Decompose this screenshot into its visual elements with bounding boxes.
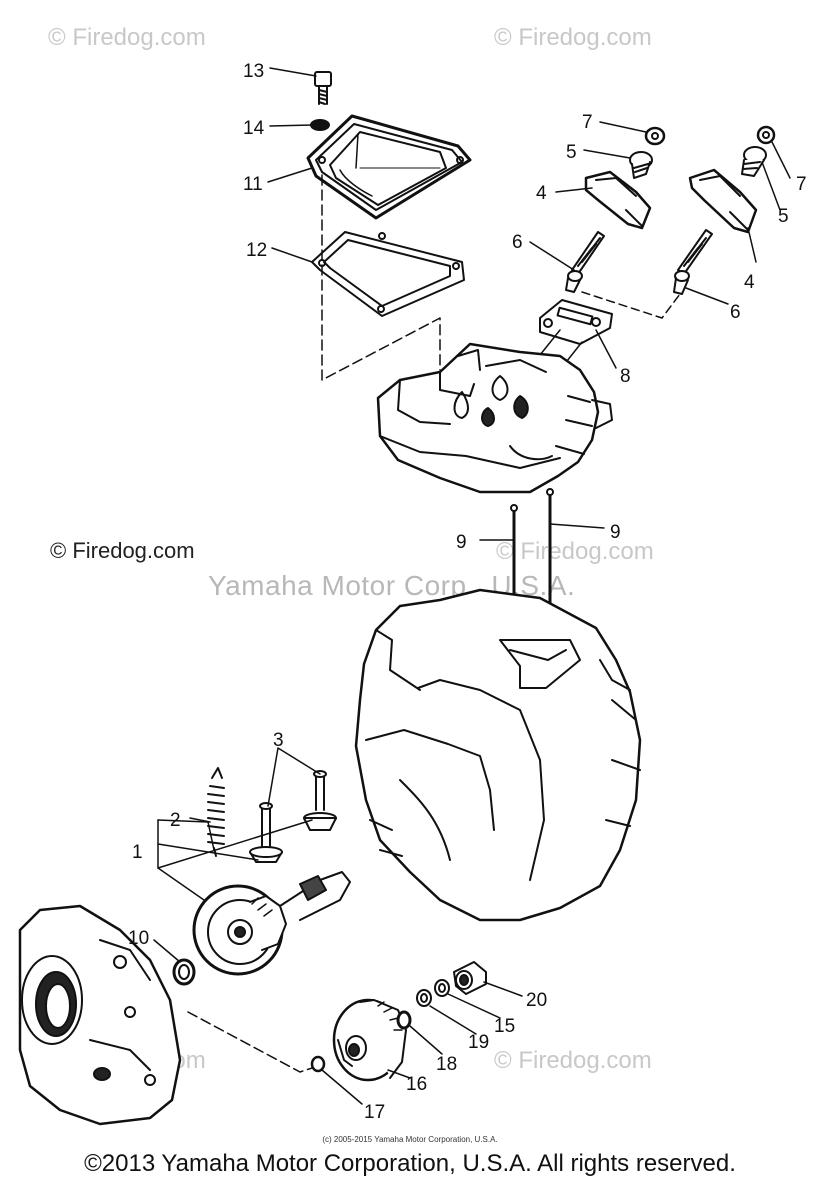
callout-7-right: 7 <box>796 174 807 195</box>
valve-part-3-left <box>249 802 283 863</box>
bolt-part-13 <box>314 71 332 105</box>
callout-16: 16 <box>406 1074 427 1095</box>
callout-15: 15 <box>494 1016 515 1037</box>
callout-14: 14 <box>243 118 265 139</box>
assembly-line-studs <box>581 291 681 319</box>
watermark-top-left: © Firedog.com <box>48 24 206 51</box>
callout-5-left: 5 <box>566 142 577 163</box>
callout-3: 3 <box>273 730 284 751</box>
stud-part-6-right <box>673 229 713 295</box>
callout-4-left: 4 <box>536 183 547 204</box>
leader-lines <box>153 67 791 1105</box>
callout-12: 12 <box>246 240 267 261</box>
crankcase <box>354 588 642 922</box>
callout-7-left: 7 <box>582 112 593 133</box>
watermark-mid-right: © Firedog.com <box>496 538 654 565</box>
gasket-part-12 <box>311 231 465 317</box>
nut-part-7-right <box>756 125 776 145</box>
watermark-mid-left: © Firedog.com <box>50 538 195 563</box>
credit-line: (c) 2005-2015 Yamaha Motor Corporation, … <box>322 1135 498 1144</box>
callout-11: 11 <box>243 174 263 195</box>
callout-19: 19 <box>468 1032 489 1053</box>
washer-part-15 <box>434 979 450 997</box>
callout-9-left: 9 <box>456 532 467 553</box>
callout-10: 10 <box>128 928 149 949</box>
watermark-top-right: © Firedog.com <box>494 24 652 51</box>
callout-2: 2 <box>170 810 181 831</box>
washer-part-14 <box>310 119 330 131</box>
assembly-line-cover-17 <box>187 1011 319 1073</box>
assembly-line-cover <box>321 174 441 381</box>
callout-17: 17 <box>364 1102 385 1123</box>
rocker-arm-part-4-left <box>584 170 652 230</box>
callout-9-right: 9 <box>610 522 621 543</box>
washer-part-18 <box>396 1010 412 1030</box>
sleeve-part-20 <box>453 961 487 995</box>
pivot-part-5-left <box>629 151 653 179</box>
camshaft-part-1 <box>192 871 351 976</box>
pivot-part-5-right <box>741 146 767 177</box>
stud-part-6-left <box>565 231 605 293</box>
callout-5-right: 5 <box>778 206 789 227</box>
callout-20: 20 <box>526 990 547 1011</box>
crankcase-cover <box>18 904 182 1126</box>
clip-part-19 <box>416 989 432 1007</box>
copyright-line: ©2013 Yamaha Motor Corporation, U.S.A. A… <box>84 1150 736 1177</box>
callout-4-right: 4 <box>744 272 755 293</box>
callout-6-right: 6 <box>730 302 741 323</box>
rocker-arm-part-4-right <box>688 168 758 234</box>
callout-8: 8 <box>620 366 631 387</box>
callout-6-left: 6 <box>512 232 523 253</box>
callout-bracket-1 <box>157 747 321 901</box>
callout-18: 18 <box>436 1054 457 1075</box>
governor-gear-part-16 <box>332 998 407 1082</box>
callout-numbers: 13 14 11 12 7 5 4 6 7 5 4 6 8 9 9 3 2 1 … <box>128 61 807 1123</box>
nut-part-7-left <box>644 126 666 146</box>
washer-part-17 <box>310 1055 326 1073</box>
callout-13: 13 <box>243 61 264 82</box>
cylinder-head <box>376 342 613 494</box>
valve-cover-part-11 <box>306 114 472 220</box>
guide-plate-part-8 <box>539 299 613 345</box>
washer-part-10 <box>172 958 196 986</box>
spring-part-2 <box>207 767 225 857</box>
valve-part-3-right <box>303 770 337 831</box>
watermark-bottom-right: © Firedog.com <box>494 1047 652 1074</box>
callout-1: 1 <box>132 842 143 863</box>
